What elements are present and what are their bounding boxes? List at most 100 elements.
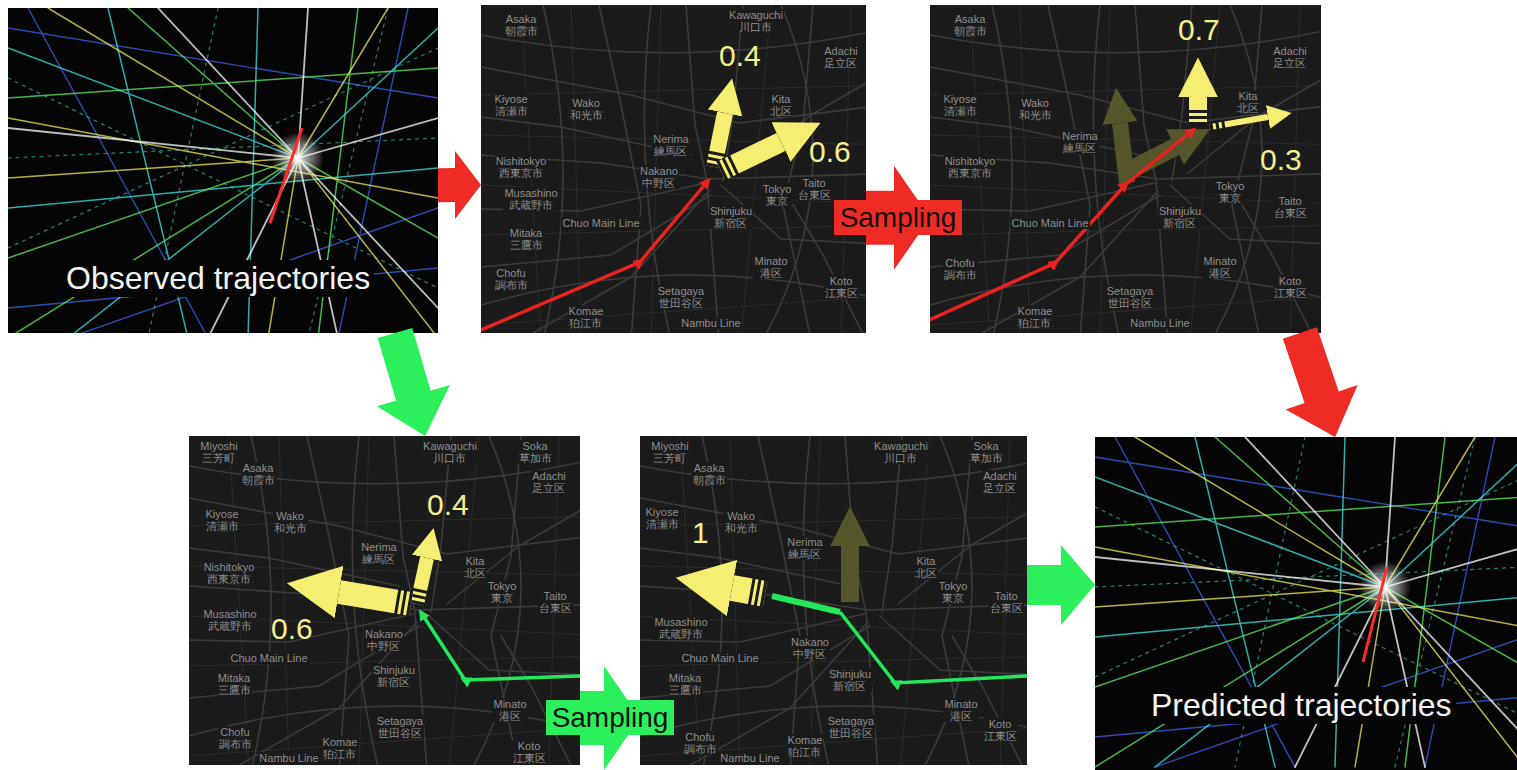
probability-arrow	[732, 588, 765, 594]
place-label: Wako 和光市	[724, 510, 759, 534]
flow-arrow	[438, 151, 481, 219]
place-label: Nakano 中野区	[639, 165, 679, 189]
probability-label: 1	[692, 516, 709, 549]
arrow-stripes	[714, 149, 718, 167]
place-label: Chofu 調布市	[494, 267, 529, 291]
road-network	[930, 5, 1321, 333]
arrow-stripes	[747, 591, 765, 594]
place-label: Adachi 足立区	[1272, 45, 1308, 69]
place-label: Taito 台東区	[538, 590, 573, 614]
place-label: Kiyose 清瀬市	[644, 506, 679, 530]
probability-arrow	[1210, 117, 1268, 127]
map-background	[930, 5, 1321, 333]
place-label: Setagaya 世田谷区	[657, 285, 705, 309]
road-network	[640, 436, 1027, 765]
flow-arrow	[1283, 327, 1358, 437]
panel-title: Predicted trajectories	[1147, 687, 1456, 724]
sampled-path	[772, 596, 840, 612]
arrow-stripes	[721, 163, 737, 171]
place-label: Kiyose 清瀬市	[204, 508, 239, 532]
place-label: Nakano 中野区	[790, 636, 830, 660]
place-label: Shinjuku 新宿区	[372, 664, 416, 688]
trajectory-map	[1095, 437, 1517, 767]
place-label: Soka 草加市	[969, 440, 1004, 464]
faded-arrow	[1120, 123, 1127, 183]
map-panel: 0.40.6Asaka 朝霞市Kawaguchi 川口市Adachi 足立区Ki…	[481, 5, 866, 333]
place-label: Mitaka 三鷹市	[509, 227, 544, 251]
edge-label: Sampling	[834, 200, 963, 235]
place-label: Kita 北区	[463, 555, 487, 579]
place-label: Komae 狛江市	[1017, 305, 1054, 329]
probability-arrow	[339, 592, 411, 604]
place-label: Tokyo 東京	[487, 580, 518, 604]
place-label: Musashino 武蔵野市	[653, 616, 708, 640]
place-label: Kawaguchi 川口市	[728, 9, 784, 33]
probability-arrow	[721, 142, 781, 171]
place-label: Taito 台東区	[797, 177, 832, 201]
place-label: Setagaya 世田谷区	[827, 715, 875, 739]
observed-path	[422, 614, 580, 680]
place-label: Setagaya 世田谷区	[376, 715, 424, 739]
place-label: Nerima 練馬区	[652, 133, 689, 157]
place-label: Minato 港区	[1202, 255, 1237, 279]
probability-label: 0.7	[1178, 13, 1220, 46]
place-label: Tokyo 東京	[1215, 180, 1246, 204]
place-label: Setagaya 世田谷区	[1106, 285, 1154, 309]
map-panel: 0.40.6Miyoshi 三芳町Kawaguchi 川口市Soka 草加市As…	[189, 436, 580, 765]
place-label: Wako 和光市	[273, 510, 308, 534]
place-label: Komae 狛江市	[787, 734, 824, 758]
place-label: Komae 狛江市	[568, 305, 605, 329]
place-label: Wako 和光市	[569, 97, 604, 121]
place-label: Koto 江東区	[512, 740, 547, 764]
place-label: Chuo Main Line	[229, 652, 308, 664]
place-label: Miyoshi 三芳町	[650, 440, 689, 464]
map-background	[640, 436, 1027, 765]
place-label: Soka 草加市	[518, 440, 553, 464]
probability-label: 0.6	[271, 612, 313, 645]
place-label: Mitaka 三鷹市	[668, 672, 703, 696]
sampled-path	[930, 131, 1192, 333]
place-label: Minato 港区	[943, 698, 978, 722]
road-network	[189, 436, 580, 765]
place-label: Nishitokyo 西東京市	[944, 155, 997, 179]
place-label: Tokyo 東京	[938, 580, 969, 604]
map-panel: 1 Miyoshi 三芳町 Kawaguchi 川口市 Soka 草加市 Asaka 朝…	[640, 436, 1027, 765]
road-network	[481, 5, 866, 333]
place-label: Asaka 朝霞市	[692, 462, 727, 486]
place-label: Taito 台東区	[1273, 195, 1308, 219]
place-label: Wako 和光市	[1018, 97, 1053, 121]
place-label: Nishitokyo 西東京市	[203, 561, 256, 585]
place-label: Shinjuku 新宿区	[709, 205, 753, 229]
trajectory-panel: Observed trajectories	[8, 8, 438, 333]
place-label: Chofu 調布市	[943, 257, 978, 281]
probability-arrow	[417, 558, 427, 604]
edge-label: Sampling	[546, 700, 675, 735]
arrow-stripes	[1210, 124, 1228, 127]
place-label: Asaka 朝霞市	[953, 13, 988, 37]
highlighted-trajectory	[1363, 567, 1387, 662]
place-label: Tokyo 東京	[762, 183, 793, 207]
arrow-stripes	[393, 601, 411, 604]
place-label: Kiyose 清瀬市	[493, 93, 528, 117]
place-label: Minato 港区	[492, 698, 527, 722]
probability-label: 0.6	[809, 135, 851, 168]
probability-arrow	[1189, 97, 1207, 125]
place-label: Chofu 調布市	[683, 731, 718, 755]
place-label: Kawaguchi 川口市	[873, 440, 929, 464]
place-label: Nerima 練馬区	[1061, 130, 1098, 154]
faded-arrow	[841, 546, 859, 602]
place-label: Chuo Main Line	[680, 652, 759, 664]
panel-title: Observed trajectories	[62, 260, 374, 297]
place-label: Shinjuku 新宿区	[828, 668, 872, 692]
place-label: Kita 北区	[769, 93, 793, 117]
probability-label: 0.4	[719, 39, 761, 72]
place-label: Kita 北区	[914, 555, 938, 579]
place-label: Asaka 朝霞市	[241, 462, 276, 486]
observed-path	[481, 182, 707, 330]
trajectory-map	[8, 8, 438, 333]
probability-label: 0.4	[427, 488, 469, 521]
place-label: Koto 江東区	[983, 718, 1018, 742]
place-label: Shinjuku 新宿区	[1158, 205, 1202, 229]
place-label: Nerima 練馬区	[360, 541, 397, 565]
place-label: Nambu Line	[719, 752, 780, 764]
